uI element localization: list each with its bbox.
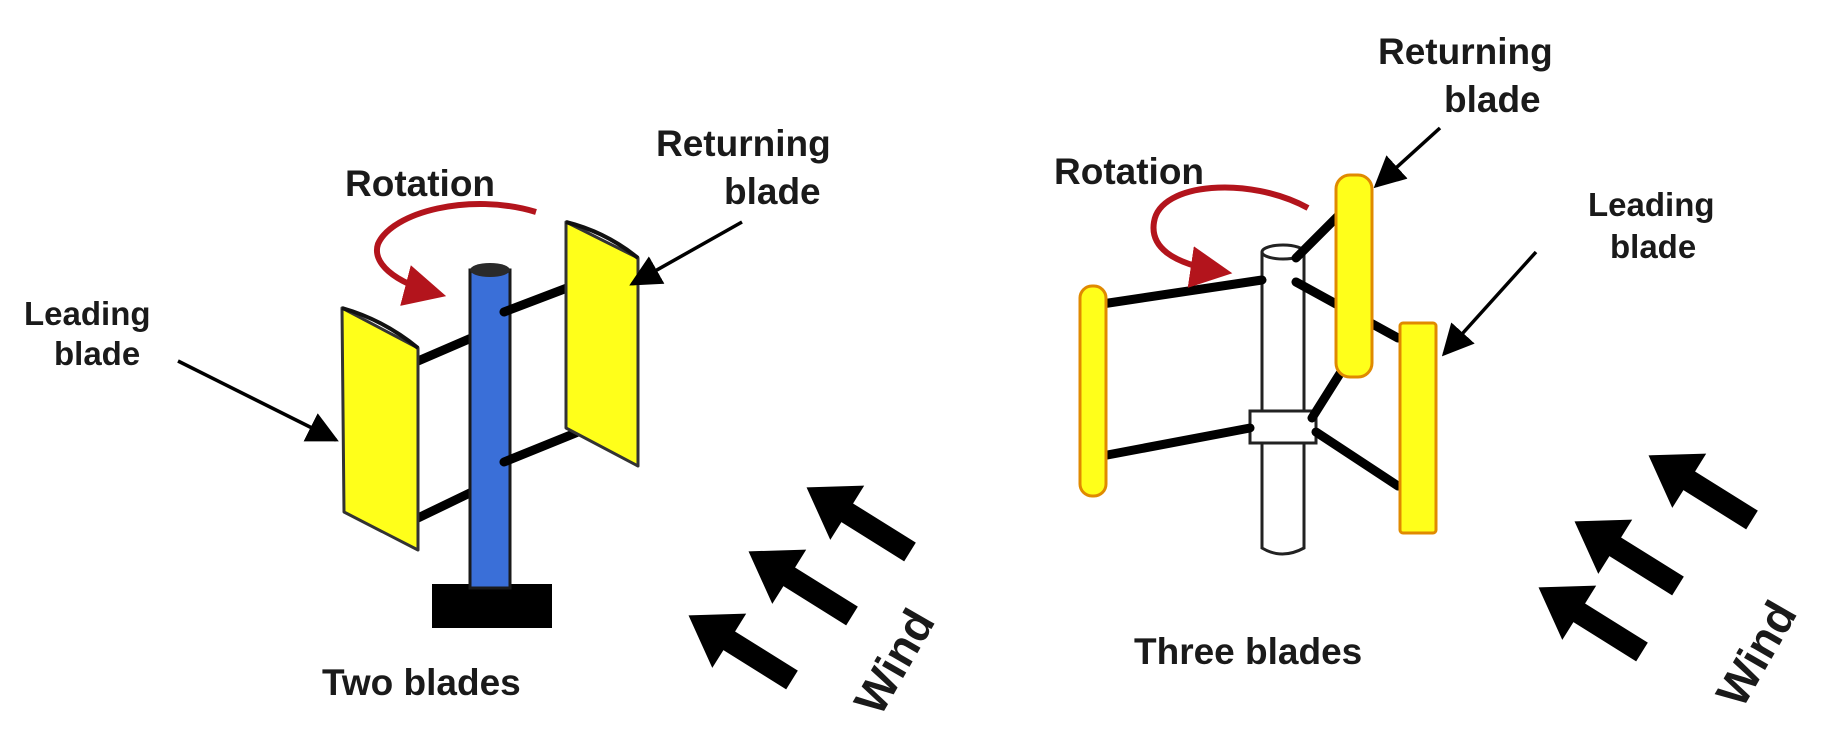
turbine-base — [432, 584, 552, 628]
rotation-arrow-icon — [373, 201, 537, 306]
blade-arms — [413, 331, 481, 523]
leading-blade-label-line1: Leading — [24, 295, 151, 332]
returning-blade — [564, 220, 640, 468]
pointer-arrow-icon — [177, 359, 339, 442]
wind-arrow-icon — [1521, 560, 1659, 680]
turbine-shaft — [1260, 243, 1306, 556]
blade-arms-lower — [1097, 359, 1403, 491]
rotation-label: Rotation — [345, 163, 495, 204]
wind-arrow-icon — [671, 588, 809, 708]
rotation-arrow-icon — [1150, 184, 1310, 288]
wind-label: Wind — [1706, 592, 1807, 715]
hub-collar — [1248, 409, 1318, 445]
wind-arrow-icon — [1631, 428, 1769, 548]
returning-blade-label-line1: Returning — [1378, 31, 1553, 72]
returning-blade-label-line2: blade — [724, 171, 821, 212]
leading-blade-label-line2: blade — [54, 335, 140, 372]
side-blade — [1078, 284, 1108, 498]
pointer-arrow-icon — [1441, 250, 1538, 357]
leading-blade — [340, 306, 420, 552]
two-blades-caption: Two blades — [322, 662, 521, 703]
pointer-arrow-icon — [629, 220, 743, 286]
two-blade-turbine: Rotation Leading blade Returning blade T… — [24, 123, 945, 723]
returning-blade — [1334, 173, 1374, 379]
leading-blade-label-line2: blade — [1610, 228, 1696, 265]
wind-label: Wind — [844, 600, 945, 723]
wind-arrows — [1521, 428, 1769, 680]
turbine-shaft — [468, 263, 512, 590]
wind-arrow-icon — [731, 524, 869, 644]
returning-blade-label-line2: blade — [1444, 79, 1541, 120]
returning-blade-label-line1: Returning — [656, 123, 831, 164]
leading-blade-label-line1: Leading — [1588, 186, 1715, 223]
three-blades-caption: Three blades — [1134, 631, 1362, 672]
rotation-label: Rotation — [1054, 151, 1204, 192]
three-blade-turbine: Rotation Returning blade Leading blade T… — [1054, 31, 1807, 715]
wind-arrow-icon — [789, 460, 927, 580]
pointer-arrow-icon — [1373, 126, 1442, 189]
leading-blade — [1398, 321, 1438, 535]
